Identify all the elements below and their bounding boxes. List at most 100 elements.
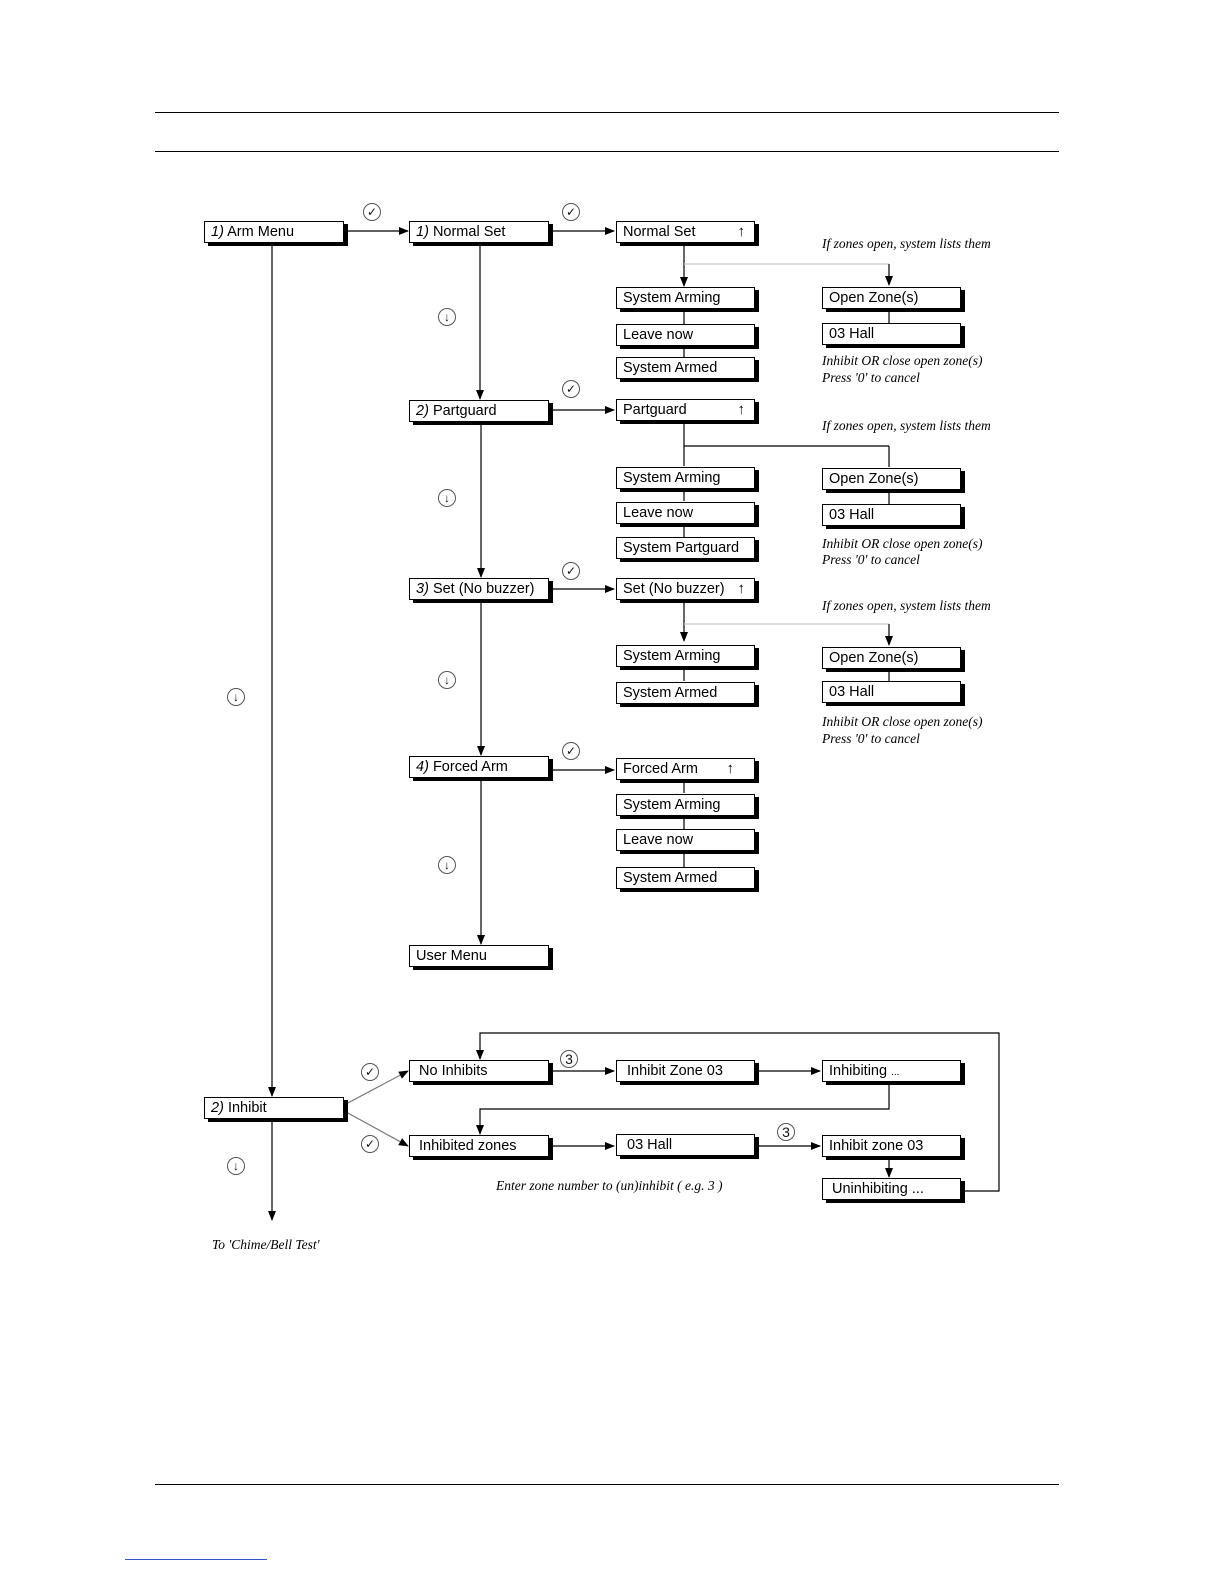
arm-menu-box: 1) Arm Menu bbox=[204, 221, 344, 243]
header-rule-top bbox=[155, 112, 1059, 113]
arm-menu-label: Arm Menu bbox=[227, 224, 295, 240]
number-key-icon: 3 bbox=[560, 1050, 578, 1068]
inhibiting-ellipsis: ... bbox=[891, 1067, 900, 1078]
pg-system-arming-box: System Arming bbox=[616, 467, 755, 489]
ns-system-armed-label: System Armed bbox=[623, 360, 718, 376]
up-arrow-icon: ↑ bbox=[726, 760, 735, 777]
down-key-icon: ↓ bbox=[438, 671, 456, 689]
partguard-number: 2) bbox=[416, 403, 429, 419]
normal-set-screen-box: Normal Set ↑ bbox=[616, 221, 755, 243]
inhibiting-box: Inhibiting ... bbox=[822, 1060, 961, 1082]
down-key-icon: ↓ bbox=[438, 308, 456, 326]
ok-key-icon: ✓ bbox=[562, 380, 580, 398]
user-menu-label: User Menu bbox=[416, 948, 487, 964]
forced-screen-box: Forced Arm↑ bbox=[616, 758, 755, 780]
partguard-screen-box: Partguard ↑ bbox=[616, 399, 755, 421]
ok-key-icon: ✓ bbox=[562, 742, 580, 760]
up-arrow-icon: ↑ bbox=[737, 223, 746, 240]
ns-leave-now-box: Leave now bbox=[616, 324, 755, 346]
fa-leave-now-box: Leave now bbox=[616, 829, 755, 851]
pg-zone-hall-box: 03 Hall bbox=[822, 504, 961, 526]
no-inhibits-label: No Inhibits bbox=[419, 1063, 488, 1079]
ok-key-icon: ✓ bbox=[363, 203, 381, 221]
enter-zone-note: Enter zone number to (un)inhibit ( e.g. … bbox=[496, 1178, 723, 1193]
pg-system-partguard-label: System Partguard bbox=[623, 540, 740, 556]
ns-inhibit-note-line2: Press '0' to cancel bbox=[822, 370, 920, 385]
pg-inhibit-note-line1: Inhibit OR close open zone(s) bbox=[822, 536, 983, 551]
ns-leave-now-label: Leave now bbox=[623, 327, 694, 343]
pg-open-zones-label: Open Zone(s) bbox=[829, 471, 919, 487]
pg-inhibit-note-line2: Press '0' to cancel bbox=[822, 552, 920, 567]
no-inhibits-box: No Inhibits bbox=[409, 1060, 549, 1082]
ns-zone-hall-label: 03 Hall bbox=[829, 326, 875, 342]
sn-system-armed-box: System Armed bbox=[616, 682, 755, 704]
iz-hall-label: 03 Hall bbox=[627, 1137, 673, 1153]
inhibit-item-box: 2) Inhibit bbox=[204, 1097, 344, 1119]
iz-hall-box: 03 Hall bbox=[616, 1134, 755, 1156]
ns-system-arming-box: System Arming bbox=[616, 287, 755, 309]
sn-inhibit-note-line1: Inhibit OR close open zone(s) bbox=[822, 714, 983, 729]
pg-system-arming-label: System Arming bbox=[623, 470, 721, 486]
ns-system-arming-label: System Arming bbox=[623, 290, 721, 306]
ok-key-icon: ✓ bbox=[562, 203, 580, 221]
inhibit-zone-03b-label: Inhibit zone 03 bbox=[829, 1138, 924, 1154]
inhibit-zone-03b-box: Inhibit zone 03 bbox=[822, 1135, 961, 1157]
footer-link-underline bbox=[125, 1559, 267, 1560]
sn-inhibit-note-line2: Press '0' to cancel bbox=[822, 731, 920, 746]
forced-item-label: Forced Arm bbox=[432, 759, 508, 775]
inhibit-zone-03-box: Inhibit Zone 03 bbox=[616, 1060, 755, 1082]
fa-system-arming-label: System Arming bbox=[623, 797, 721, 813]
inhibit-item-label: Inhibit bbox=[227, 1100, 267, 1116]
sn-system-armed-label: System Armed bbox=[623, 685, 718, 701]
header-rule-bottom bbox=[155, 151, 1059, 152]
ns-inhibit-note-line1: Inhibit OR close open zone(s) bbox=[822, 353, 983, 368]
fa-system-armed-label: System Armed bbox=[623, 870, 718, 886]
fa-system-arming-box: System Arming bbox=[616, 794, 755, 816]
sn-open-zones-label: Open Zone(s) bbox=[829, 650, 919, 666]
sn-if-open-note: If zones open, system lists them bbox=[822, 598, 991, 613]
forced-item-box: 4) Forced Arm bbox=[409, 756, 549, 778]
partguard-item-box: 2) Partguard bbox=[409, 400, 549, 422]
footer-rule bbox=[155, 1484, 1059, 1485]
pg-if-open-note: If zones open, system lists them bbox=[822, 418, 991, 433]
down-key-icon: ↓ bbox=[438, 489, 456, 507]
sn-open-zones-box: Open Zone(s) bbox=[822, 647, 961, 669]
down-key-icon: ↓ bbox=[227, 688, 245, 706]
normal-set-item-box: 1) Normal Set bbox=[409, 221, 549, 243]
setnb-number: 3) bbox=[416, 581, 429, 597]
uninhibiting-label: Uninhibiting ... bbox=[832, 1181, 924, 1197]
sn-zone-hall-box: 03 Hall bbox=[822, 681, 961, 703]
forced-number: 4) bbox=[416, 759, 429, 775]
sn-zone-hall-label: 03 Hall bbox=[829, 684, 875, 700]
partguard-screen-label: Partguard bbox=[623, 402, 687, 418]
inhibiting-label: Inhibiting bbox=[829, 1063, 888, 1079]
pg-system-partguard-box: System Partguard bbox=[616, 537, 755, 559]
up-arrow-icon: ↑ bbox=[737, 580, 746, 597]
ns-system-armed-box: System Armed bbox=[616, 357, 755, 379]
fa-leave-now-label: Leave now bbox=[623, 832, 694, 848]
down-key-icon: ↓ bbox=[227, 1157, 245, 1175]
inhibited-zones-label: Inhibited zones bbox=[419, 1138, 517, 1154]
arm-menu-number: 1) bbox=[211, 224, 224, 240]
inhibit-number: 2) bbox=[211, 1100, 224, 1116]
normal-set-number: 1) bbox=[416, 224, 429, 240]
setnb-item-label: Set (No buzzer) bbox=[432, 581, 535, 597]
pg-leave-now-label: Leave now bbox=[623, 505, 694, 521]
down-key-icon: ↓ bbox=[438, 856, 456, 874]
ok-key-icon: ✓ bbox=[562, 562, 580, 580]
partguard-item-label: Partguard bbox=[432, 403, 497, 419]
normal-set-screen-label: Normal Set bbox=[623, 224, 696, 240]
inhibit-zone-03-label: Inhibit Zone 03 bbox=[627, 1063, 723, 1079]
pg-leave-now-box: Leave now bbox=[616, 502, 755, 524]
setnb-screen-label: Set (No buzzer) bbox=[623, 581, 725, 597]
sn-system-arming-label: System Arming bbox=[623, 648, 721, 664]
setnb-item-box: 3) Set (No buzzer) bbox=[409, 578, 549, 600]
normal-set-item-label: Normal Set bbox=[432, 224, 506, 240]
to-chime-bell-test-note: To 'Chime/Bell Test' bbox=[212, 1237, 320, 1252]
fa-system-armed-box: System Armed bbox=[616, 867, 755, 889]
number-key-icon: 3 bbox=[777, 1123, 795, 1141]
up-arrow-icon: ↑ bbox=[737, 401, 746, 418]
ns-zone-hall-box: 03 Hall bbox=[822, 323, 961, 345]
